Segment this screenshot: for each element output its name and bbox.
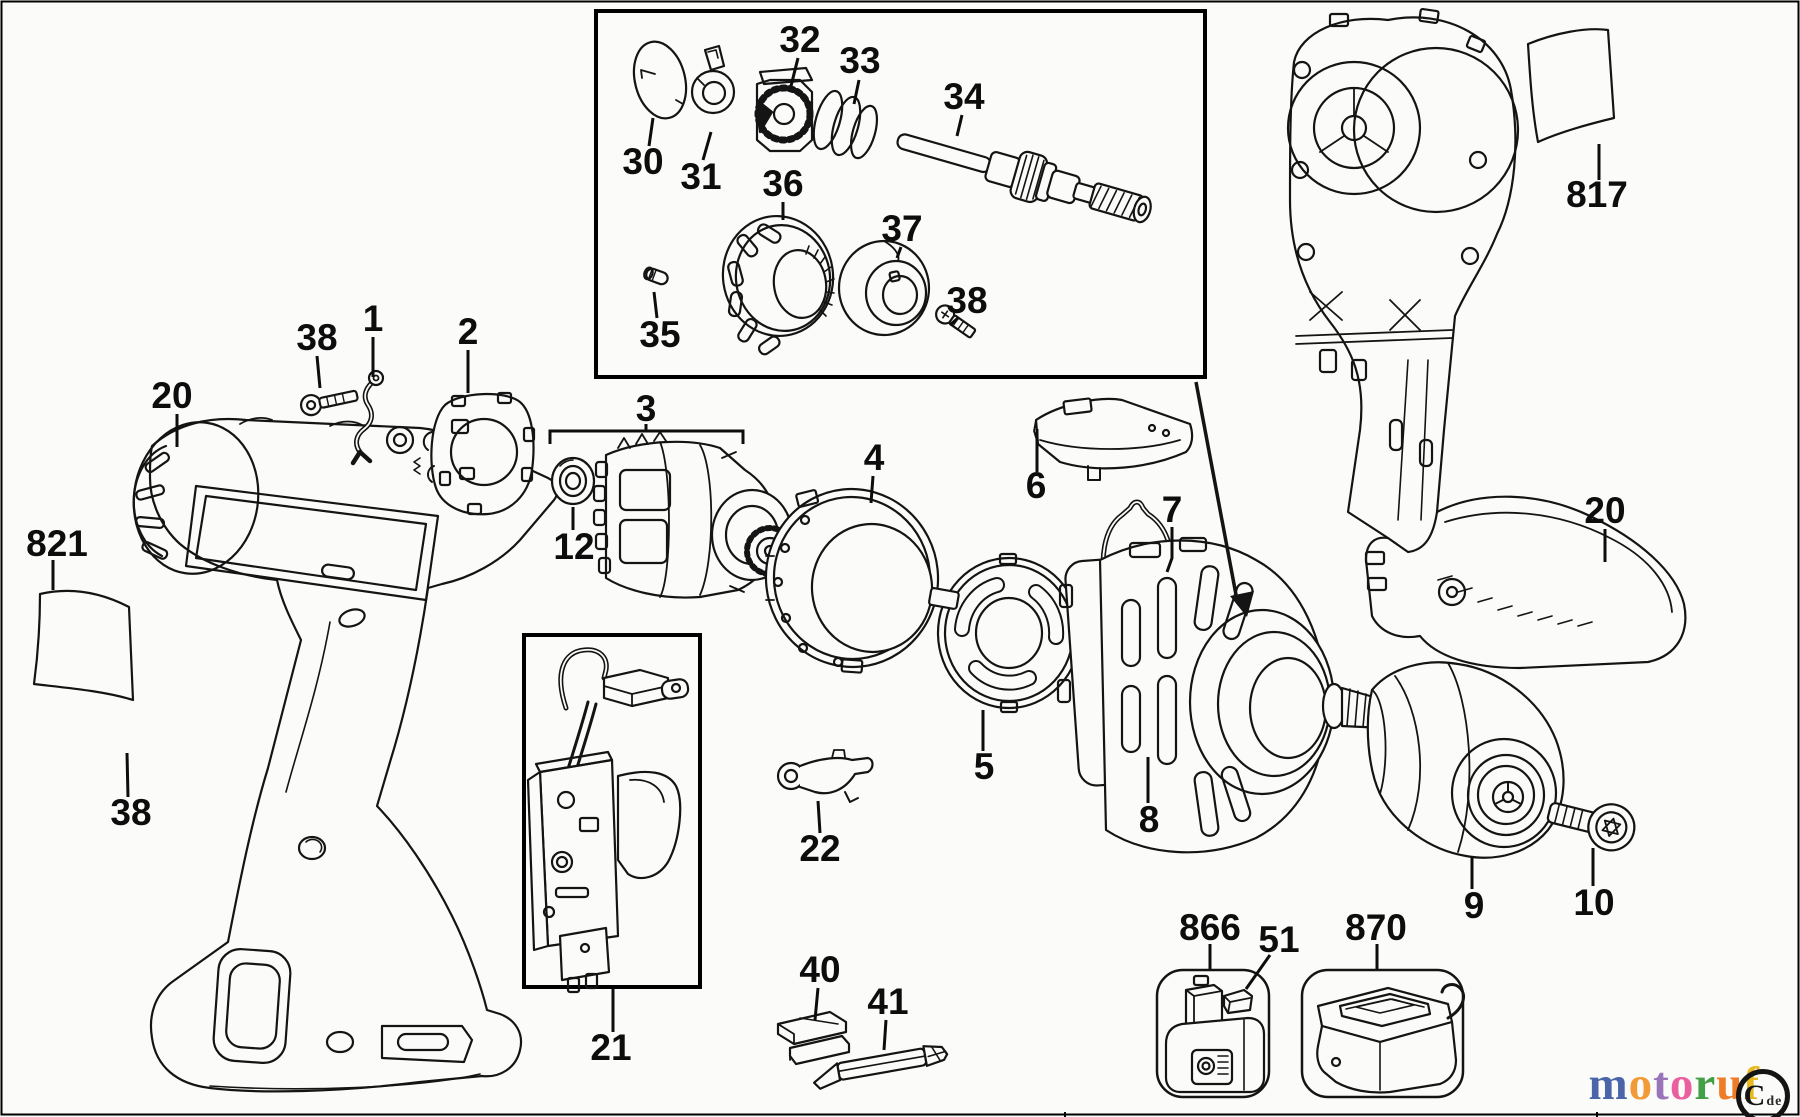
part-21-switch-assembly [526,647,690,994]
part-9-chuck [1366,661,1565,859]
part-label-41: 41 [867,981,908,1022]
part-33-spring-rings [812,89,879,160]
leader-line [701,131,713,161]
battery-kit-box [1155,968,1271,1099]
part-label-821: 821 [26,523,88,564]
leader-line [816,800,822,834]
part-label-22: 22 [799,828,840,869]
part-5-clutch-plate [928,552,1086,714]
callout-arrow [1194,381,1254,617]
leader-line [882,1019,888,1051]
part-label-4: 4 [864,437,885,478]
part-label-34: 34 [943,76,985,117]
leader-line [949,316,959,327]
part-20-left-housing [132,417,559,1093]
part-label-9: 9 [1464,885,1485,926]
part-35-pin [643,266,669,286]
part-label-38: 38 [296,317,337,358]
part-label-38: 38 [110,792,151,833]
switch-assembly-box [522,633,702,989]
part-label-7: 7 [1162,489,1183,530]
part-label-20: 20 [151,375,192,416]
watermark-word: motoruf [1589,1057,1760,1111]
part-817-label-sticker [1526,28,1616,144]
watermark-copyright-letter: C [1743,1079,1767,1112]
part-label-32: 32 [779,19,820,60]
leader-line [647,117,655,147]
part-label-1: 1 [363,298,384,339]
part-22-belt-hook [776,749,874,803]
part-label-38: 38 [946,280,987,321]
part-2-bearing-retainer-ring [413,391,536,516]
part-label-21: 21 [590,1027,631,1068]
part-32-sun-gear-bracket [754,66,814,153]
leader-line [852,79,861,105]
leader-line [548,429,745,444]
part-label-870: 870 [1345,907,1407,948]
part-6-cover-plate [1033,397,1194,481]
watermark-letter: t [1653,1058,1670,1110]
part-label-20: 20 [1584,490,1625,531]
part-34-spindle-shaft [896,133,1152,224]
leader-line [652,291,659,319]
part-8-gearbox [1056,536,1396,854]
part-12-ball-bearing [550,456,596,506]
leader-line [125,752,130,798]
part-label-6: 6 [1026,465,1047,506]
part-821-label-sticker [32,589,135,702]
leader-line [315,355,322,389]
part-37-clutch-cap [837,239,931,337]
part-label-12: 12 [553,526,594,567]
part-31-cam-plate [690,44,736,115]
leader-line [1244,954,1272,990]
leader-line [813,987,820,1021]
part-label-35: 35 [639,314,680,355]
part-label-30: 30 [622,141,663,182]
part-30-seal-disc [632,40,688,120]
part-label-37: 37 [881,208,922,249]
leader-line [955,114,964,137]
part-870-charger [1316,983,1465,1094]
part-20-right-housing [1286,7,1687,670]
watermark-letter: o [1628,1058,1654,1110]
charger-kit-box [1300,968,1465,1099]
part-label-31: 31 [680,156,721,197]
part-label-36: 36 [762,163,803,204]
part-866-battery [1164,974,1266,1094]
part-3-motor [592,431,796,599]
watermark-letter: m [1588,1058,1629,1110]
part-label-40: 40 [799,949,840,990]
part-40-bit-clip [776,1010,851,1066]
part-10-chuck-screw [1546,802,1636,852]
part-38-topleft-screw [299,389,359,417]
part-41-screwdriver-bit [812,1045,949,1090]
watermark-letter: o [1669,1058,1695,1110]
part-label-51: 51 [1258,919,1299,960]
part-label-2: 2 [458,311,479,352]
part-label-817: 817 [1566,174,1628,215]
part-label-866: 866 [1179,907,1241,948]
part-label-8: 8 [1139,799,1160,840]
part-label-10: 10 [1573,882,1614,923]
watermark-domain-suffix: de [1766,1094,1783,1109]
leader-line [1165,527,1174,573]
part-label-33: 33 [839,40,880,81]
part-1-spring-clip [350,369,385,466]
leader-line [869,475,875,504]
inset-detail-box [594,9,1207,379]
part-label-3: 3 [636,388,657,429]
leader-line [895,246,903,259]
part-36-roller-bearing [721,214,835,356]
watermark-letter: r [1694,1058,1717,1110]
part-label-5: 5 [974,746,995,787]
leader-line [789,57,800,87]
part-51-contact-block [1222,988,1254,1015]
part-4-field-ring [764,487,940,674]
